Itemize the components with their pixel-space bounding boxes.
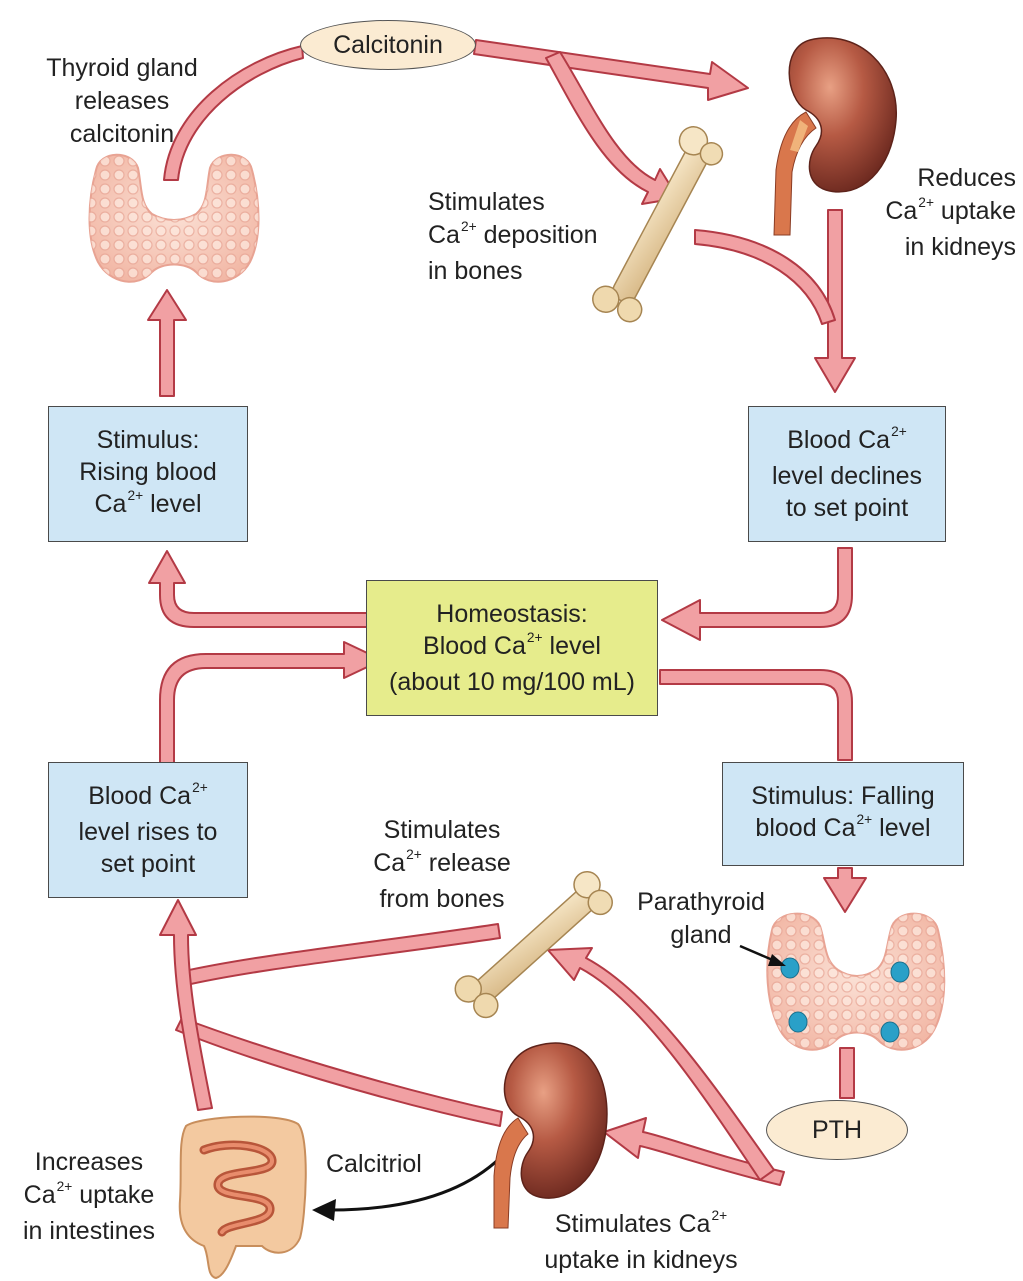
- rises-line-1: Blood Ca2+: [88, 780, 208, 816]
- thyroid-label: Thyroid gland releases calcitonin: [22, 52, 222, 151]
- arrow-calcitonin-to-kidney: [474, 40, 748, 100]
- bone-release-label: Stimulates Ca2+ release from bones: [352, 814, 532, 916]
- homeostasis-line-3: (about 10 mg/100 mL): [389, 666, 635, 698]
- arrow-homeostasis-to-falling: [660, 670, 852, 760]
- parathyroid-label: Parathyroid gland: [616, 886, 786, 952]
- rises-line-3: set point: [101, 848, 196, 880]
- pth-label: PTH: [812, 1116, 862, 1145]
- pth-oval: PTH: [766, 1100, 908, 1160]
- kidney-icon-bottom: [494, 1043, 607, 1228]
- declines-line-1: Blood Ca2+: [787, 424, 907, 460]
- arrow-intestine-to-rises: [160, 900, 212, 1110]
- blood-level-declines-box: Blood Ca2+ level declines to set point: [748, 406, 946, 542]
- calcitonin-label: Calcitonin: [333, 31, 443, 60]
- declines-line-3: to set point: [786, 492, 908, 524]
- arrow-rising-to-thyroid: [148, 290, 186, 396]
- homeostasis-line-2: Blood Ca2+ level: [423, 630, 601, 666]
- blood-level-rises-box: Blood Ca2+ level rises to set point: [48, 762, 248, 898]
- stimulus-falling-box: Stimulus: Falling blood Ca2+ level: [722, 762, 964, 866]
- rises-line-2: level rises to: [79, 816, 218, 848]
- arrow-kidney-to-rises: [176, 1018, 502, 1126]
- arrow-declines-to-homeostasis: [662, 548, 852, 640]
- declines-line-2: level declines: [772, 460, 922, 492]
- homeostasis-line-1: Homeostasis:: [436, 598, 587, 630]
- rising-line-3: Ca2+ level: [94, 488, 201, 524]
- calcitriol-label: Calcitriol: [326, 1148, 446, 1181]
- falling-line-2: blood Ca2+ level: [755, 812, 930, 848]
- arrow-rises-to-homeostasis: [160, 642, 382, 765]
- kidney-stimulate-label: Stimulates Ca2+ uptake in kidneys: [516, 1208, 766, 1277]
- kidney-reduce-label: Reduces Ca2+ uptake in kidneys: [850, 162, 1016, 264]
- arrow-parathyroid-to-pth: [840, 1048, 854, 1098]
- falling-line-1: Stimulus: Falling: [751, 780, 934, 812]
- stimulus-rising-box: Stimulus: Rising blood Ca2+ level: [48, 406, 248, 542]
- intestine-icon: [180, 1117, 306, 1278]
- rising-line-1: Stimulus:: [97, 424, 200, 456]
- calcitonin-oval: Calcitonin: [300, 20, 476, 70]
- rising-line-2: Rising blood: [79, 456, 217, 488]
- bone-deposit-label: Stimulates Ca2+ deposition in bones: [428, 186, 648, 288]
- arrow-falling-to-parathyroid: [824, 868, 866, 912]
- arrow-bone-to-decline: [695, 230, 835, 324]
- homeostasis-box: Homeostasis: Blood Ca2+ level (about 10 …: [366, 580, 658, 716]
- arrow-homeostasis-to-rising: [149, 551, 367, 627]
- intestine-label: Increases Ca2+ uptake in intestines: [4, 1146, 174, 1248]
- arrow-bone-to-rises: [180, 924, 500, 986]
